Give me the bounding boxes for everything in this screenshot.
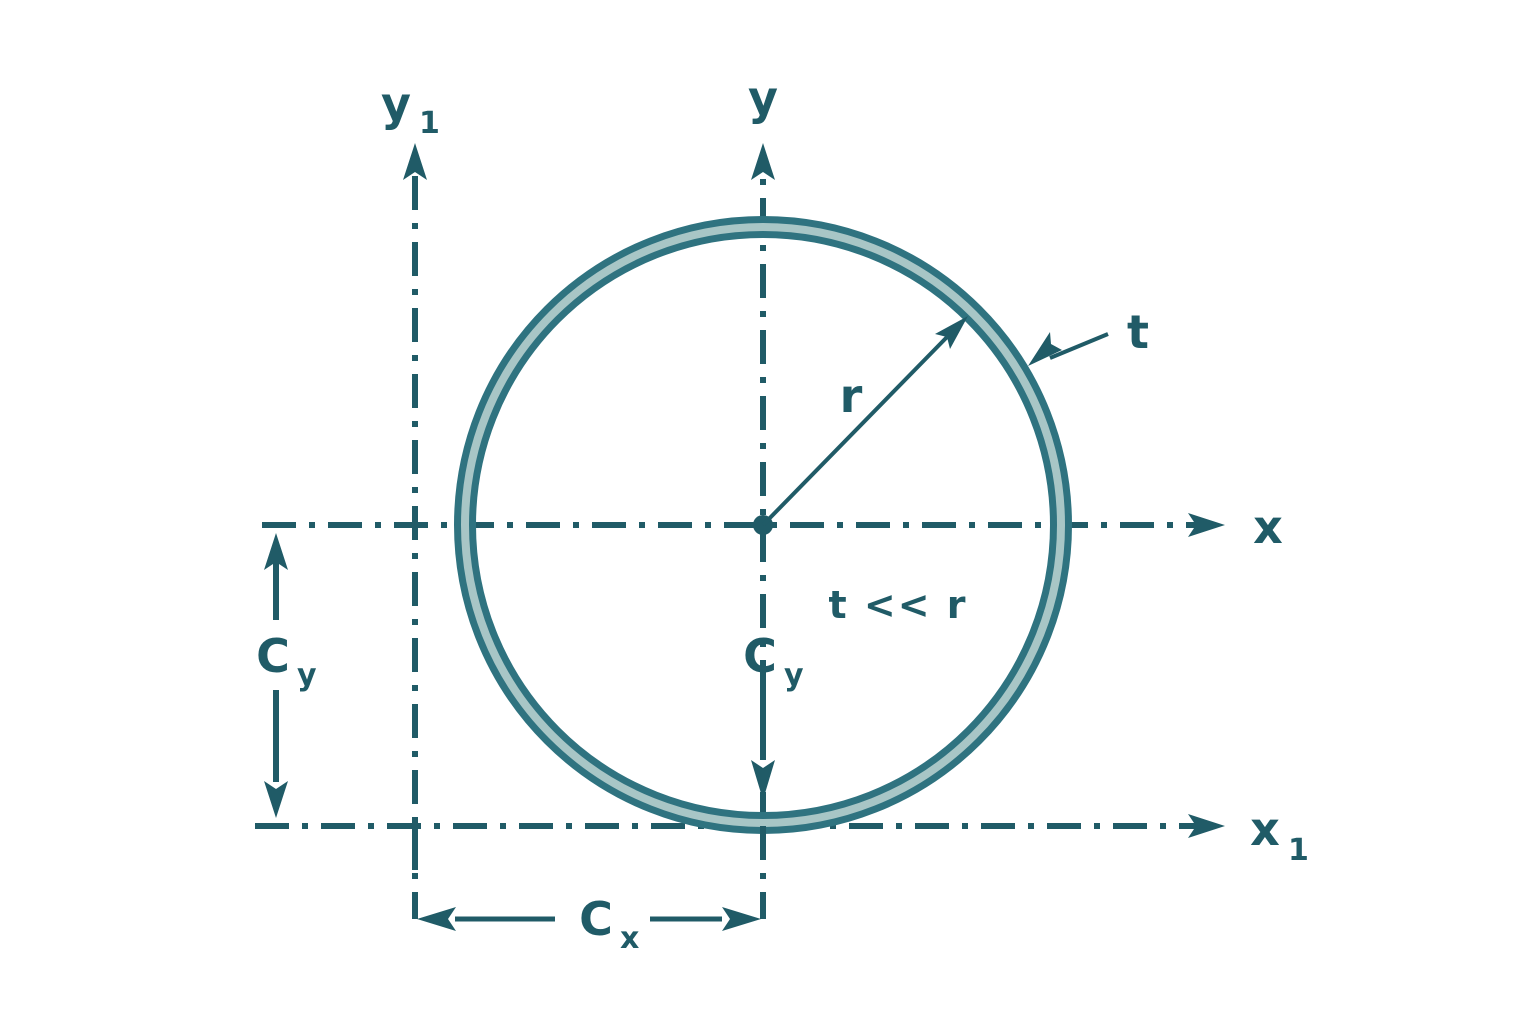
- thickness-leader-line: [1049, 332, 1109, 360]
- radius-line: [761, 335, 949, 527]
- x-axis: [262, 513, 1225, 537]
- cy-dimension-center: [751, 690, 775, 800]
- cy-center-arrowhead: [751, 760, 775, 800]
- cy-up-arrowhead: [264, 533, 288, 570]
- radius-label: r: [840, 369, 863, 423]
- y-axis-label: y: [748, 71, 778, 125]
- x1-axis-arrowhead: [1188, 814, 1225, 838]
- cy-down-arrowhead: [264, 781, 288, 818]
- y1-axis-label-subscript: 1: [419, 106, 440, 141]
- y1-axis: [403, 143, 427, 870]
- y1-axis-arrowhead: [403, 143, 427, 180]
- thin-wall-condition-label: t << r: [828, 583, 967, 627]
- cy-left-label: C: [256, 629, 290, 683]
- x1-axis-label-subscript: 1: [1288, 833, 1309, 868]
- thickness-label: t: [1127, 305, 1149, 359]
- y-axis: [751, 143, 775, 826]
- cy-center-label-subscript: y: [784, 658, 804, 693]
- thickness-arrowhead: [1028, 332, 1062, 366]
- ring-inner-edge: [469, 231, 1057, 819]
- y-axis-arrowhead: [751, 143, 775, 180]
- cy-center-label: C: [743, 629, 777, 683]
- cx-dimension: [412, 826, 766, 931]
- x-axis-arrowhead: [1188, 513, 1225, 537]
- cy-dimension-left: [262, 522, 288, 818]
- cx-label: C: [579, 892, 613, 946]
- cy-left-label-subscript: y: [297, 658, 317, 693]
- thickness-leader: [1028, 332, 1109, 366]
- x1-axis-label: x: [1250, 802, 1280, 856]
- radius-arrowhead: [935, 316, 968, 349]
- y1-axis-label: y: [381, 77, 411, 131]
- cx-right-arrowhead: [722, 907, 761, 931]
- radius-dimension: [761, 316, 968, 527]
- cx-left-arrowhead: [417, 907, 456, 931]
- x-axis-label: x: [1253, 500, 1283, 554]
- ring-wall: [454, 216, 1072, 834]
- ring-wall-fill: [457, 219, 1069, 831]
- cx-label-subscript: x: [620, 921, 639, 956]
